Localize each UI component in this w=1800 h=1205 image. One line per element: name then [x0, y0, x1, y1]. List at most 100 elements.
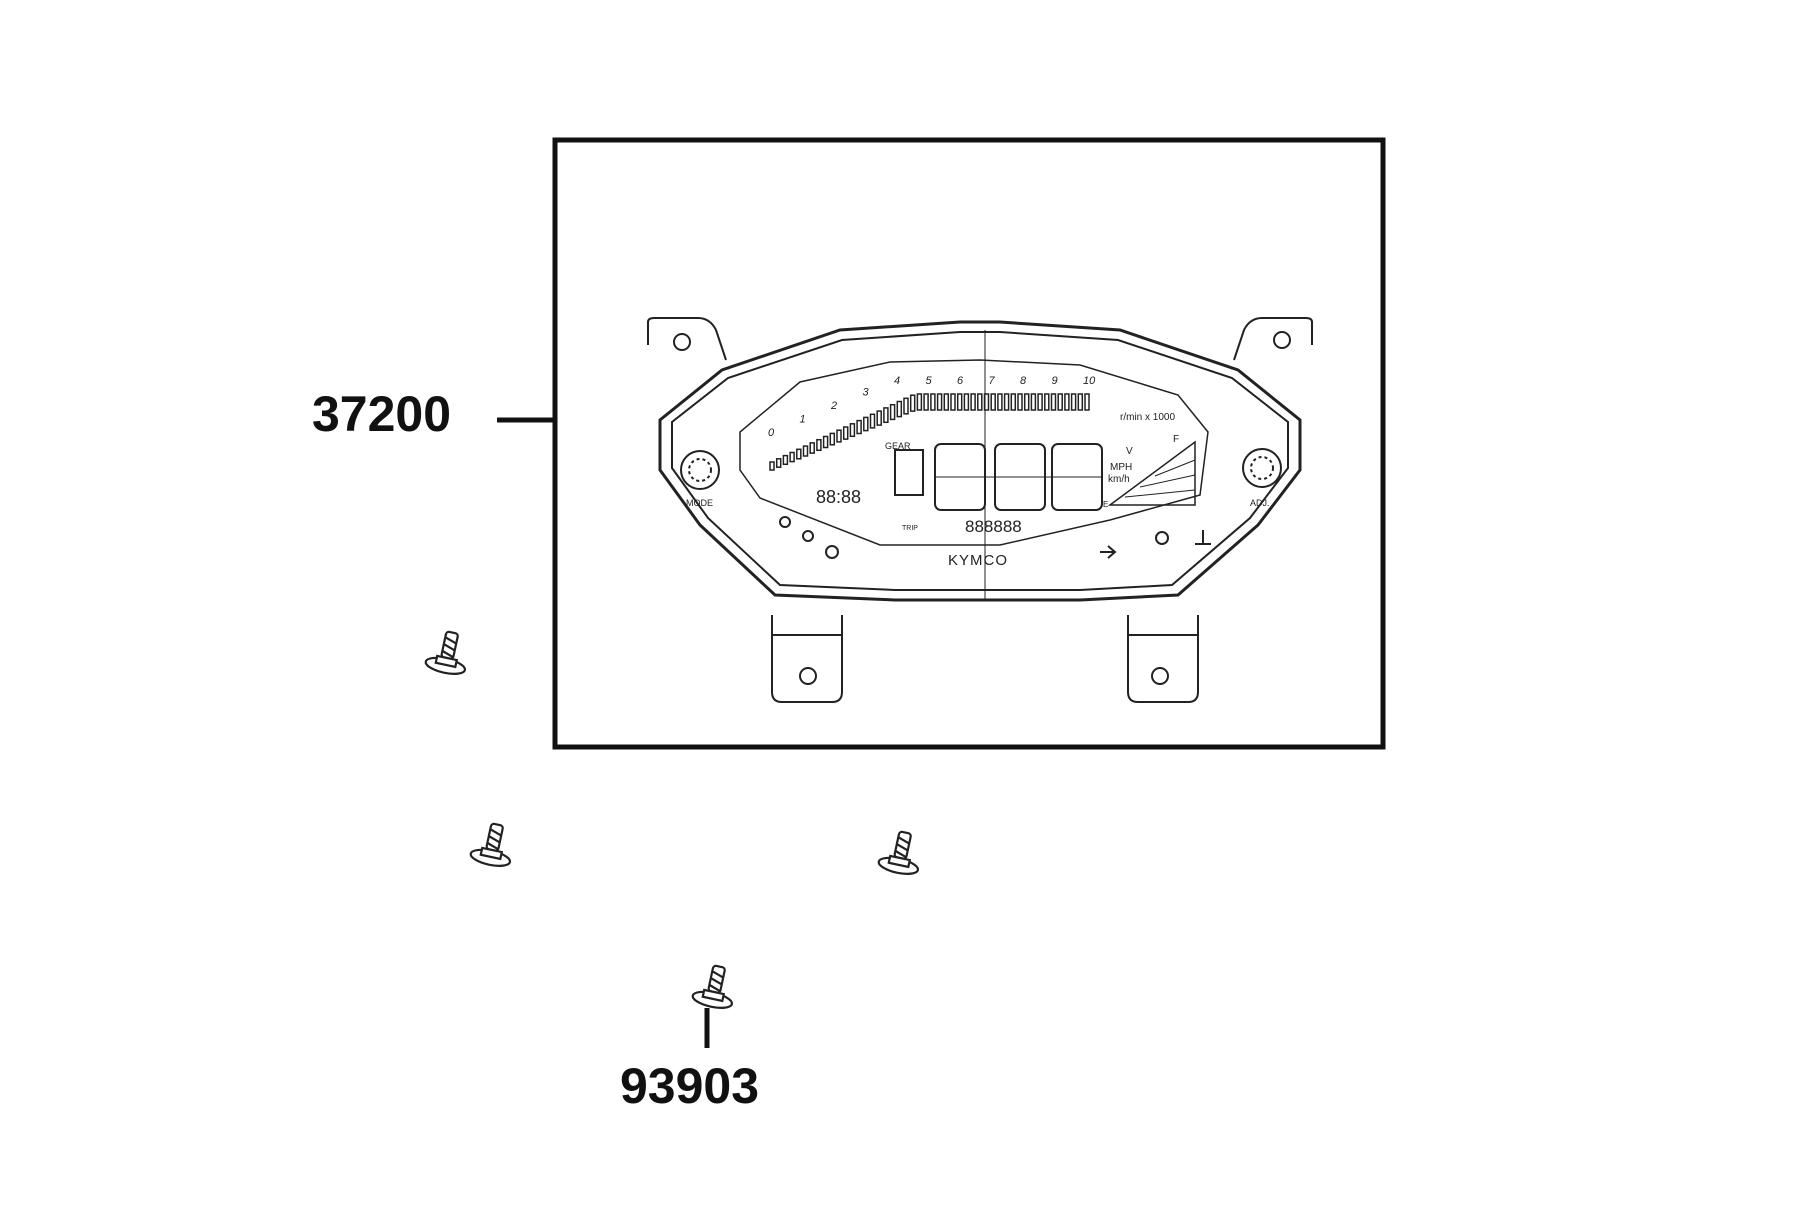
- screw-2: [469, 822, 512, 867]
- rpm-scale-label: 2: [830, 400, 837, 412]
- rpm-bar-segment: [809, 442, 815, 454]
- rpm-scale-label: 8: [1020, 375, 1027, 387]
- left-bottom-tab: [771, 615, 843, 703]
- rpm-bargraph: [769, 393, 1090, 471]
- clock-readout: 88:88: [816, 487, 861, 507]
- right-top-ear-hole: [1273, 331, 1291, 349]
- rpm-bar-segment: [990, 393, 996, 411]
- fuel-empty-label: E: [1103, 500, 1108, 509]
- engine-warning-icon: [1155, 531, 1169, 545]
- rpm-bar-segment: [970, 393, 976, 411]
- rpm-bar-segment: [822, 435, 829, 449]
- rpm-bar-segment: [909, 394, 916, 412]
- rpm-bar-segment: [1003, 393, 1010, 411]
- right-bottom-tab-hole: [1151, 667, 1169, 685]
- rpm-bar-segment: [1057, 393, 1063, 411]
- turn-signal-icon: [1100, 545, 1117, 559]
- rpm-bar-segment: [943, 393, 950, 411]
- rpm-bar-segment: [950, 393, 956, 411]
- rpm-bar-segment: [1023, 393, 1030, 411]
- callout-93903: 93903: [620, 1058, 760, 1114]
- rpm-bar-segment: [916, 393, 923, 411]
- rpm-bar-segment: [889, 403, 896, 421]
- inner-bezel: [671, 331, 1289, 591]
- rpm-scale-label: 0: [768, 427, 775, 439]
- speed-unit-mph: MPH: [1110, 462, 1132, 473]
- rpm-bar-segment: [829, 432, 836, 446]
- rpm-bar-segment: [1050, 393, 1057, 411]
- rpm-bar-segment: [1037, 393, 1043, 411]
- rpm-bar-segment: [1070, 393, 1077, 411]
- rpm-bar-segment: [849, 423, 856, 438]
- left-bottom-tab-hole: [799, 667, 817, 685]
- rpm-bar-segment: [930, 393, 936, 411]
- voltage-unit: V: [1126, 446, 1133, 457]
- rpm-bar-segment: [816, 438, 822, 452]
- callout-37200: 37200: [312, 386, 452, 442]
- rpm-bar-segment: [883, 407, 889, 424]
- gear-label: GEAR: [885, 441, 911, 451]
- rpm-bar-segment: [789, 451, 795, 463]
- rpm-bar-segment: [802, 445, 809, 457]
- mode-button-label: MODE: [686, 498, 713, 508]
- adj-button: [1242, 448, 1282, 488]
- mode-button: [680, 450, 720, 490]
- rpm-bar-segment: [782, 454, 789, 466]
- rpm-bar-segment: [836, 429, 842, 443]
- instrument-cluster-drawing: [647, 317, 1313, 703]
- rpm-bar-segment: [903, 397, 909, 415]
- right-top-ear: [1233, 317, 1313, 361]
- speed-unit-kmh: km/h: [1108, 474, 1130, 485]
- rpm-bar-segment: [963, 393, 970, 411]
- rpm-unit-label: r/min x 1000: [1120, 412, 1175, 423]
- rpm-bar-segment: [896, 400, 903, 418]
- rpm-bar-segment: [923, 393, 929, 411]
- rpm-scale-label: 4: [894, 375, 900, 387]
- rpm-scale-label: 10: [1083, 375, 1096, 387]
- rpm-scale-label: 6: [957, 375, 964, 387]
- left-top-ear-hole: [673, 333, 691, 351]
- abs-warning-icon: [825, 545, 839, 559]
- rpm-bar-segment: [876, 410, 882, 426]
- adj-button-label: ADJ.: [1250, 498, 1270, 508]
- screw-1: [424, 630, 467, 675]
- temperature-icon: [1195, 530, 1211, 545]
- indicator-icon-1: [779, 516, 791, 528]
- rpm-bar-segment: [1064, 393, 1070, 411]
- rpm-bar-segment: [856, 419, 862, 435]
- rpm-bar-segment: [1044, 393, 1050, 411]
- rpm-scale-label: 1: [800, 414, 806, 426]
- rpm-bar-segment: [983, 393, 990, 411]
- right-bottom-tab: [1127, 615, 1199, 703]
- mode-button-knurl: [688, 458, 712, 482]
- rpm-scale-label: 7: [989, 375, 996, 387]
- fuel-segments: [1124, 459, 1196, 498]
- left-top-ear: [647, 317, 727, 361]
- display-window: [739, 359, 1209, 546]
- outer-housing: [658, 320, 1302, 602]
- rpm-scale-label: 9: [1052, 375, 1058, 387]
- rpm-bar-segment: [863, 416, 869, 432]
- rpm-bar-segment: [842, 426, 849, 440]
- rpm-bar-segment: [977, 393, 983, 411]
- rpm-bar-segment: [1010, 393, 1017, 411]
- odometer-readout: 888888: [965, 517, 1022, 536]
- rpm-bar-segment: [1077, 393, 1084, 411]
- rpm-bar-segment: [869, 413, 876, 429]
- rpm-bar-segment: [997, 393, 1003, 411]
- rpm-bar-segment: [956, 393, 963, 411]
- screw-4: [691, 964, 734, 1009]
- rpm-bar-segment: [1084, 393, 1090, 411]
- trip-label: TRIP: [902, 525, 918, 532]
- rpm-bar-segment: [769, 461, 775, 471]
- adj-button-knurl: [1250, 456, 1274, 480]
- brand-logo-text: KYMCO: [948, 552, 1008, 569]
- rpm-bar-segment: [796, 448, 802, 460]
- indicator-icon-2: [802, 530, 814, 542]
- screw-3: [877, 830, 920, 875]
- gear-digit: [894, 449, 924, 496]
